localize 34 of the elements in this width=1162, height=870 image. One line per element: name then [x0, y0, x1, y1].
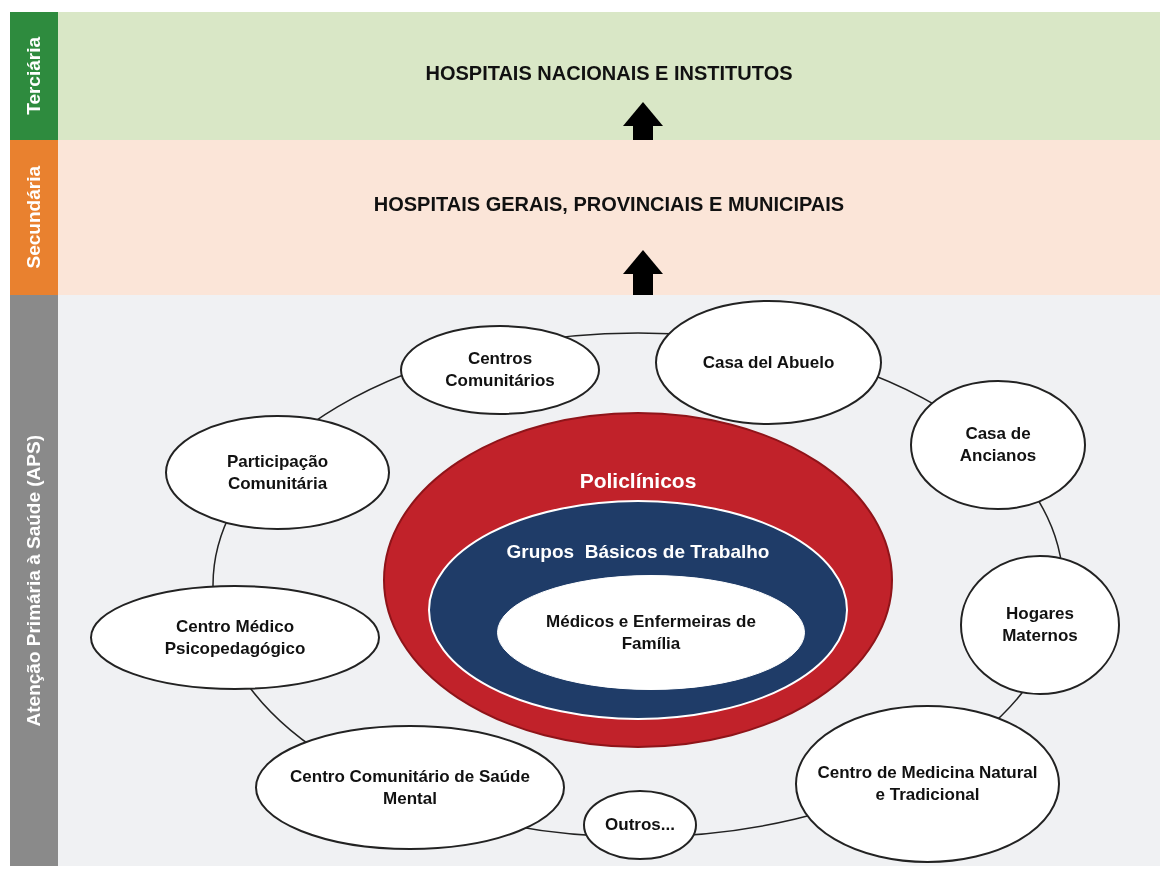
- tier-label: Atenção Primária à Saúde (APS): [23, 434, 45, 727]
- ellipse-node: [497, 575, 805, 690]
- ellipse-node: [795, 705, 1060, 863]
- tier-band: [10, 295, 1160, 866]
- tier-label: Secundária: [23, 166, 45, 269]
- ellipse-node: [165, 415, 390, 530]
- level-heading: HOSPITAIS NACIONAIS E INSTITUTOS: [424, 62, 794, 85]
- node-label: Participação Comunitária: [225, 450, 330, 495]
- ellipse-node: [400, 325, 600, 415]
- ellipse-node: [960, 555, 1120, 695]
- node-label: Centro Médico Psicopedagógico: [163, 615, 307, 660]
- ellipse-node: [583, 790, 697, 860]
- tier-band: [10, 12, 1160, 140]
- level-heading: HOSPITAIS GERAIS, PROVINCIAIS E MUNICIPAIS: [372, 193, 846, 216]
- node-label: Grupos Básicos de Trabalho: [505, 540, 771, 564]
- arrow: [623, 102, 663, 140]
- node-label: Centros Comunitários: [444, 347, 556, 392]
- ellipse-node: [255, 725, 565, 850]
- node-label: Casa del Abuelo: [701, 351, 836, 374]
- ellipse-node: [428, 500, 848, 720]
- node-label: Hogares Maternos: [1001, 602, 1079, 647]
- ellipse-node: [655, 300, 882, 425]
- node-label: Centro de Medicina Natural e Tradicional: [816, 761, 1039, 806]
- tier-band: [10, 140, 1160, 295]
- node-label: Policlínicos: [578, 468, 698, 494]
- node-label: Casa de Ancianos: [958, 422, 1038, 467]
- ellipse-node: [910, 380, 1086, 510]
- node-label: Outros...: [604, 813, 676, 836]
- node-label: Médicos e Enfermeiras de Família: [545, 610, 757, 655]
- ellipse-node: [383, 412, 893, 748]
- tier-label: Terciária: [23, 37, 45, 115]
- ellipse-node: [90, 585, 380, 690]
- node-label: Centro Comunitário de Saúde Mental: [289, 765, 531, 810]
- arrow: [623, 250, 663, 295]
